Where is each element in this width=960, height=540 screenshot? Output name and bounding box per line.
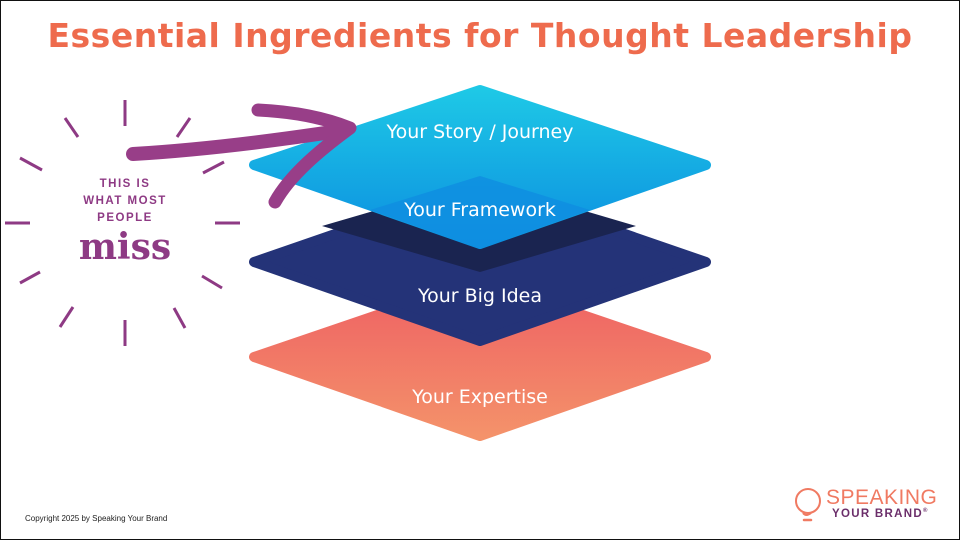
callout-line-2: WHAT MOST [83, 195, 167, 207]
arrow-icon [126, 103, 357, 209]
layer-expertise-shape [249, 275, 711, 441]
speech-bubble-icon [795, 488, 821, 522]
layer-expertise-label: Your Expertise [412, 386, 548, 408]
layer-big-idea-label: Your Big Idea [417, 285, 542, 307]
registered-mark: ® [922, 508, 929, 515]
logo-bottom-text: YOUR BRAND® [832, 508, 929, 520]
logo-bottom-label: YOUR BRAND [832, 508, 923, 520]
layer-framework-shape [370, 176, 590, 248]
callout-line-3: PEOPLE [97, 212, 153, 224]
layer-framework-label: Your Framework [404, 199, 556, 221]
copyright-text: Copyright 2025 by Speaking Your Brand [25, 514, 168, 523]
starburst-icon [5, 100, 240, 346]
slide-title: Essential Ingredients for Thought Leader… [47, 16, 913, 55]
logo-top-text: SPEAKING [826, 486, 938, 509]
callout-line-1: THIS IS [99, 178, 151, 190]
callout-text: THIS IS WHAT MOST PEOPLE [55, 176, 195, 227]
layer-story-label: Your Story / Journey [386, 121, 574, 143]
callout-emphasis: miss [78, 226, 172, 268]
